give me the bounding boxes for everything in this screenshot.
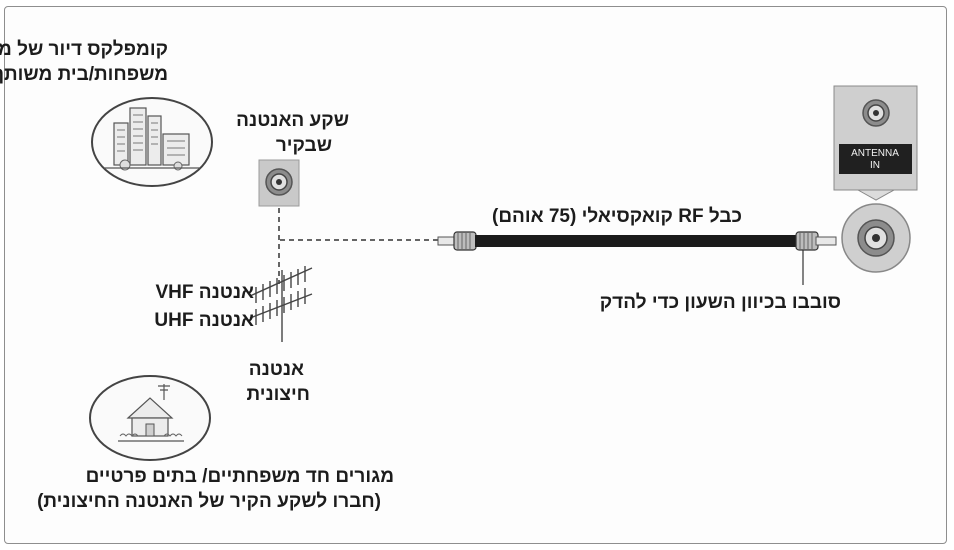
- house-icon: [89, 375, 211, 461]
- coax-connector-icon: [841, 189, 911, 273]
- coaxial-cable-icon: [437, 231, 837, 285]
- wall-jack-label-line2: שבקיר: [275, 135, 332, 156]
- single-family-label-line2: (חברו לשקע הקיר של האנטנה החיצונית): [37, 491, 381, 512]
- rf-cable-label: כבל RF קואקסיאלי (75 אוהם): [492, 206, 742, 227]
- apartment-complex-label-line2: משפחות/בית משותף: [0, 64, 168, 85]
- antenna-in-label-line1: ANTENNA: [851, 148, 899, 159]
- wall-jack-label-line1: שקע האנטנה: [236, 110, 349, 131]
- yagi-antenna-icon: [249, 266, 313, 342]
- dashed-connection: [278, 208, 440, 284]
- apartment-complex-label-line1: קומפלקס דיור של מספר: [0, 39, 168, 60]
- turn-clockwise-label: סובבו בכיוון השעון כדי להדק: [599, 292, 841, 313]
- single-family-label-line1: מגורים חד משפחתיים/ בתים פרטיים: [85, 466, 394, 487]
- tv-antenna-panel-icon: [833, 85, 918, 191]
- wall-antenna-jack-icon: [258, 159, 300, 207]
- apartment-building-icon: [91, 97, 213, 187]
- outdoor-antenna-label-line2: חיצונית: [246, 384, 310, 405]
- uhf-antenna-label: אנטנה UHF: [154, 310, 254, 331]
- vhf-antenna-label: אנטנה VHF: [155, 282, 254, 303]
- outdoor-antenna-label-line1: אנטנה: [248, 359, 304, 380]
- antenna-in-label-line2: IN: [870, 160, 880, 171]
